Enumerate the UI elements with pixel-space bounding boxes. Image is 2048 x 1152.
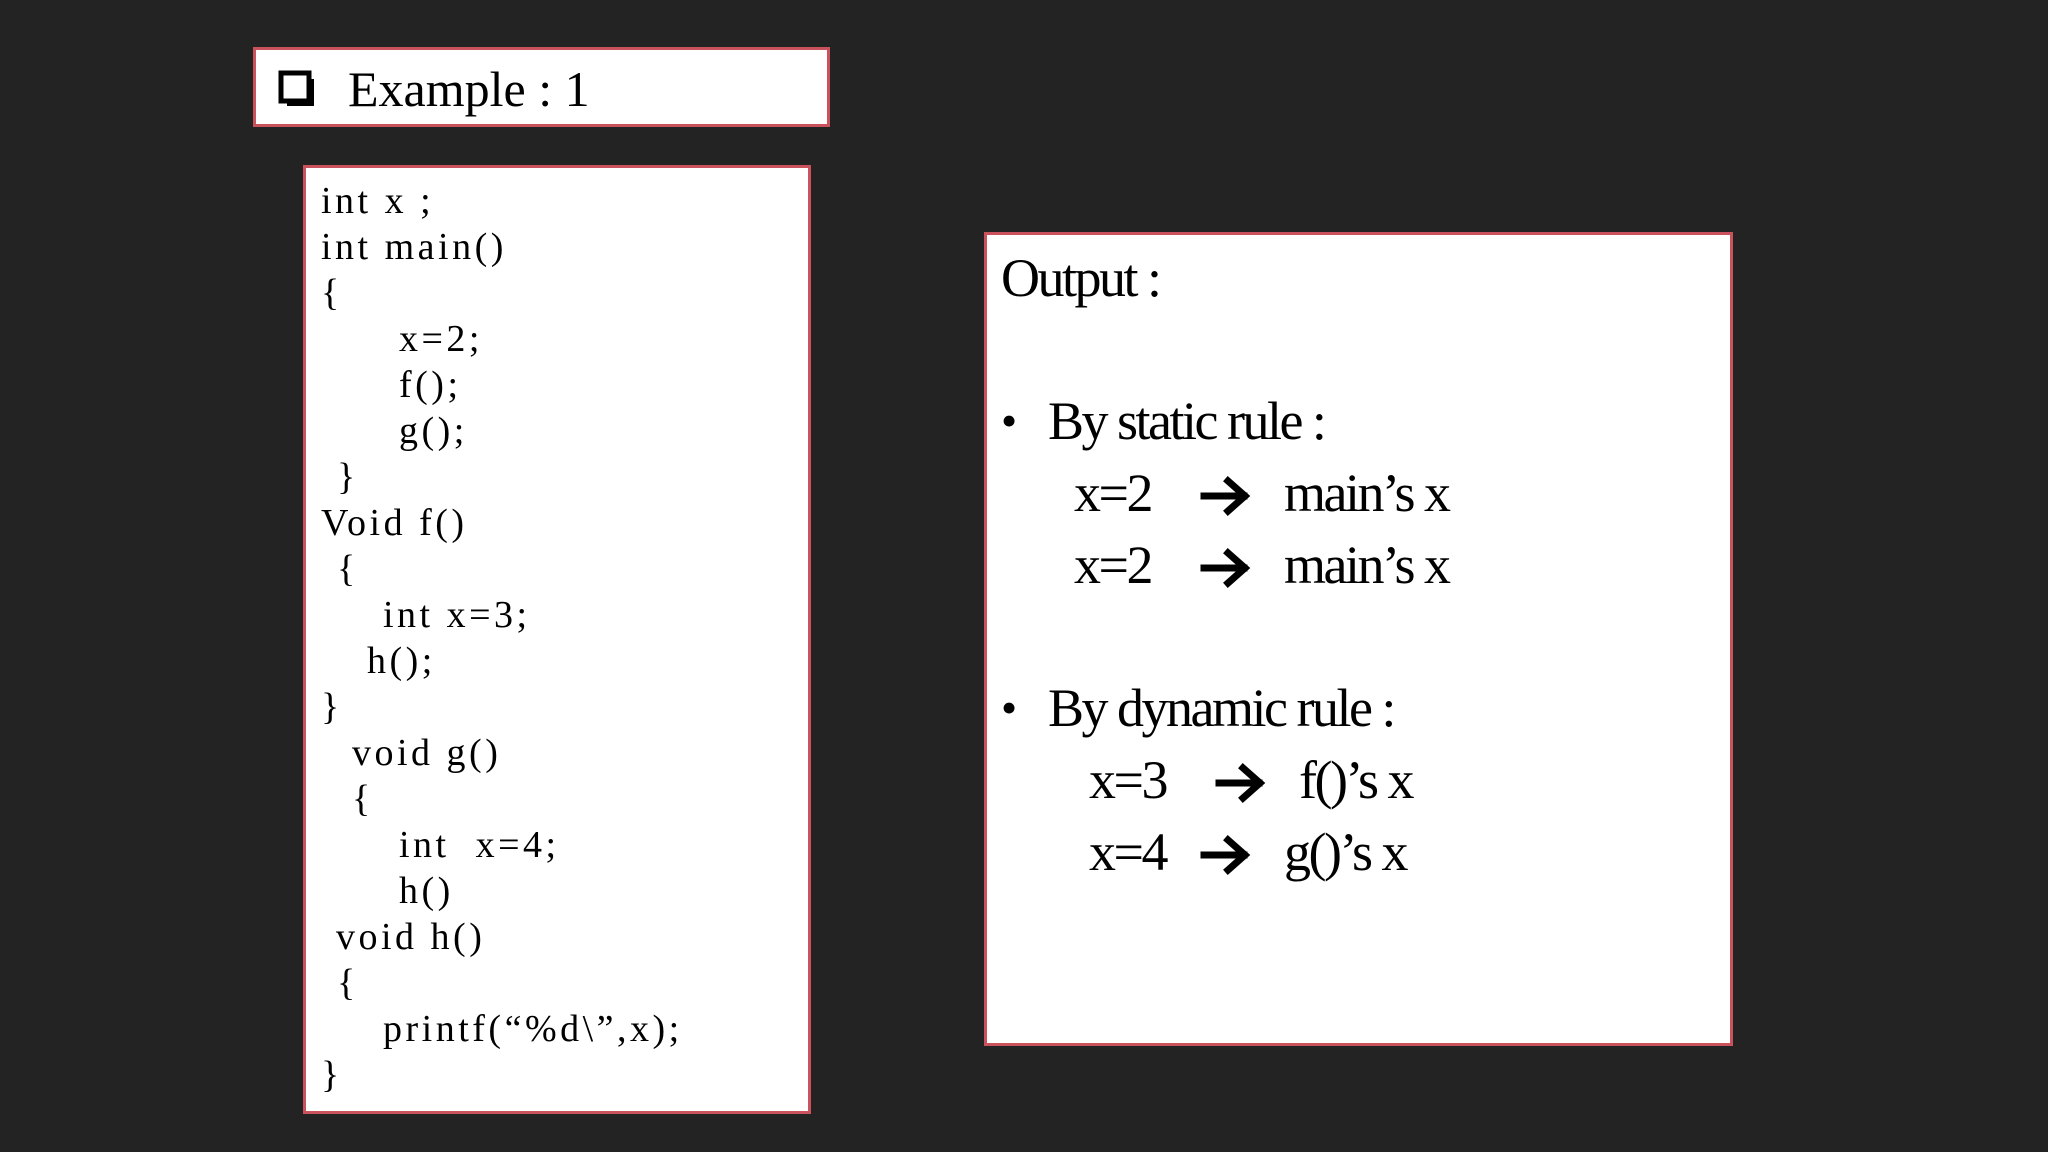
code-line: x=2; [399,318,483,360]
dynamic-row-value: x=4 [1089,822,1168,882]
code-line: int x=3; [383,594,531,636]
checkbox-icon [278,70,314,106]
dynamic-row-target: g()’s x [1284,822,1408,882]
code-line: { [352,778,374,820]
title-box: Example : 1 [253,47,830,127]
dynamic-rule-label: By dynamic rule : [1048,678,1396,738]
code-line: } [321,1054,343,1096]
static-row-value: x=2 [1074,463,1153,523]
arrow-right-icon [1200,548,1251,588]
code-line: void h() [336,916,486,958]
code-box: int x ; int main() { x=2; f(); g(); } Vo… [303,165,811,1114]
arrow-right-icon [1200,476,1251,516]
code-line: void g() [352,732,502,774]
code-line: int x=4; [399,824,560,866]
dynamic-row-value: x=3 [1089,750,1168,810]
code-line: g(); [399,410,468,452]
code-line: int x ; [321,180,435,222]
code-line: h() [399,870,454,912]
code-line: f(); [399,364,462,406]
code-line: { [321,272,343,314]
arrow-right-icon [1200,835,1251,875]
slide-title: Example : 1 [348,61,590,117]
code-line: } [321,686,343,728]
code-line: printf(“%d\”,x); [383,1008,683,1050]
output-box: Output : • By static rule : x=2 main’s x… [984,232,1733,1046]
output-heading: Output : [1001,248,1162,308]
bullet-icon: • [1001,395,1018,446]
arrow-right-icon [1215,763,1266,803]
dynamic-row-target: f()’s x [1299,750,1414,810]
static-row-value: x=2 [1074,535,1153,595]
code-line: h(); [367,640,436,682]
static-row-target: main’s x [1284,463,1451,523]
static-row-target: main’s x [1284,535,1451,595]
code-line: int main() [321,226,507,268]
code-line: Void f() [321,502,468,544]
bullet-icon: • [1001,682,1018,733]
code-line: { [337,548,359,590]
static-rule-label: By static rule : [1048,391,1327,451]
code-line: } [337,456,359,498]
code-line: { [337,962,359,1004]
